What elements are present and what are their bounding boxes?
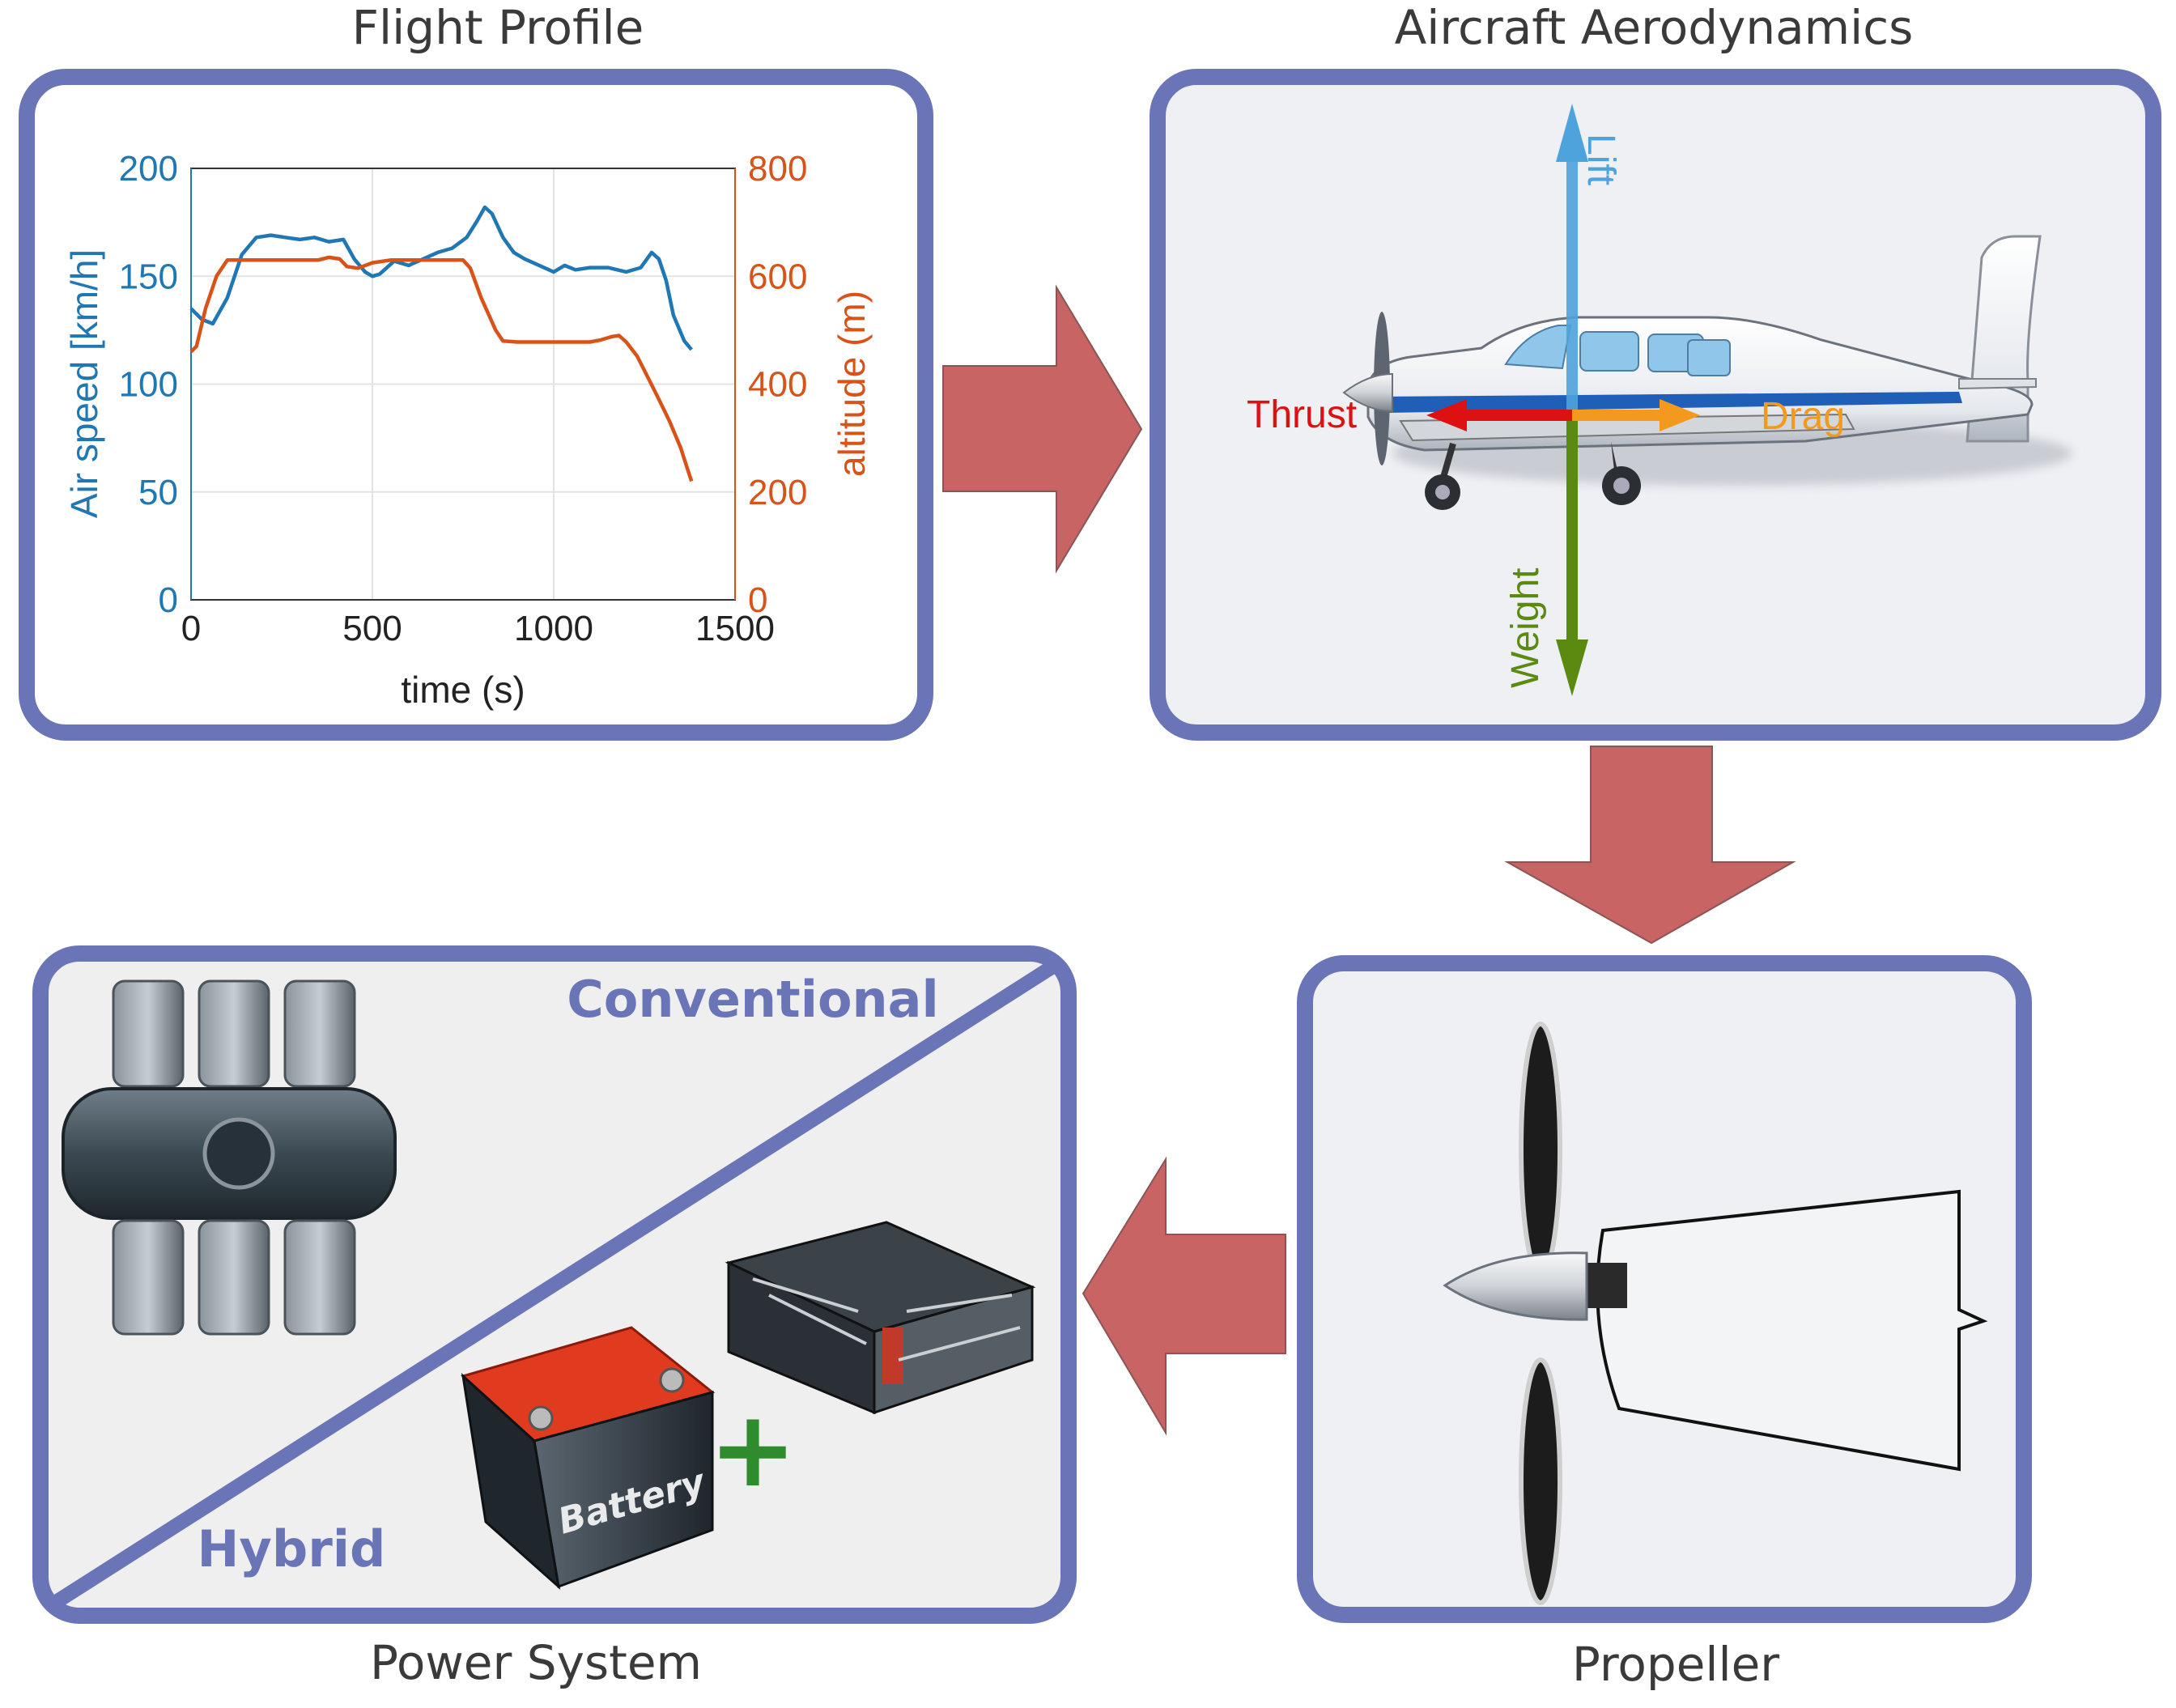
thrust-label: Thrust bbox=[1247, 393, 1357, 436]
y-left-tick-label: 200 bbox=[119, 149, 178, 189]
y-left-tick-label: 100 bbox=[119, 365, 178, 405]
battery-illustration: Battery bbox=[461, 1326, 716, 1590]
chart-series bbox=[189, 205, 694, 482]
conventional-label: Conventional bbox=[567, 970, 939, 1029]
propeller-blade-upper bbox=[1519, 1022, 1562, 1277]
battery-front bbox=[533, 1391, 714, 1589]
generator-red-component bbox=[882, 1328, 903, 1384]
y-left-tick-label: 50 bbox=[138, 473, 178, 512]
x-tick-label: 500 bbox=[342, 609, 402, 648]
fuselage-stripe bbox=[1380, 392, 1962, 413]
y-axis-left-label: Air speed [km/h] bbox=[63, 249, 105, 518]
flight-profile-title: Flight Profile bbox=[352, 0, 644, 55]
engine-cylinder bbox=[283, 1219, 356, 1336]
engine-cylinder bbox=[198, 979, 270, 1088]
flow-arrow-left bbox=[1082, 1156, 1286, 1436]
hybrid-label: Hybrid bbox=[198, 1519, 386, 1578]
lift-label: Lift bbox=[1579, 134, 1622, 185]
propeller-hub-mount bbox=[1583, 1263, 1627, 1308]
horizontal-stabilizer bbox=[1958, 378, 2037, 390]
y-right-tick-label: 0 bbox=[748, 580, 767, 620]
drag-label: Drag bbox=[1761, 395, 1845, 438]
altitude-series-line bbox=[189, 255, 694, 482]
y-right-tick-label: 600 bbox=[748, 257, 807, 296]
aerodynamics-title: Aircraft Aerodynamics bbox=[1395, 0, 1914, 55]
generator-front bbox=[873, 1285, 1034, 1415]
battery-terminal-negative bbox=[528, 1405, 554, 1431]
plus-symbol: + bbox=[709, 1387, 797, 1510]
force-arrows bbox=[1426, 104, 1700, 696]
propeller-blade-lower bbox=[1519, 1357, 1562, 1605]
battery-terminal-positive bbox=[659, 1367, 685, 1393]
x-tick-label: 0 bbox=[181, 609, 201, 648]
power-system-title: Power System bbox=[370, 1635, 702, 1690]
flow-arrow-right bbox=[942, 284, 1143, 574]
y-right-tick-label: 400 bbox=[748, 365, 807, 405]
power-system-divider bbox=[45, 955, 1065, 1613]
windshield bbox=[1504, 325, 1572, 370]
weight-arrowhead bbox=[1556, 639, 1588, 696]
thrust-arrowhead bbox=[1426, 399, 1467, 431]
aircraft-spinner bbox=[1342, 372, 1393, 413]
airspeed-series-line bbox=[189, 205, 693, 351]
propeller-title: Propeller bbox=[1572, 1637, 1779, 1692]
generator-wiring bbox=[752, 1277, 1021, 1362]
x-axis-label: time (s) bbox=[401, 669, 525, 711]
y-left-tick-label: 150 bbox=[119, 257, 178, 296]
flow-arrow-down bbox=[1504, 746, 1796, 945]
lift-arrowhead bbox=[1556, 104, 1588, 162]
engine-cylinder bbox=[198, 1219, 270, 1336]
engine-cylinder bbox=[283, 979, 356, 1088]
engine-cylinder bbox=[112, 979, 185, 1088]
engine-cylinders-bottom bbox=[112, 1219, 356, 1336]
cabin-window-1 bbox=[1579, 331, 1639, 372]
y-axis-right-label: altitude (m) bbox=[831, 291, 873, 477]
propeller-illustration bbox=[1443, 1022, 1988, 1605]
engine-cylinders-top bbox=[112, 979, 356, 1088]
y-right-tick-label: 200 bbox=[748, 473, 807, 512]
piston-engine-illustration bbox=[62, 979, 397, 1336]
nose-wheel-hub bbox=[1435, 485, 1450, 499]
propeller-spinner bbox=[1443, 1251, 1588, 1321]
main-wheel-hub bbox=[1613, 478, 1630, 494]
y-right-tick-label: 800 bbox=[748, 149, 807, 189]
generator-illustration bbox=[725, 1221, 1036, 1415]
x-tick-label: 1500 bbox=[695, 609, 775, 648]
engine-output-flange bbox=[202, 1117, 275, 1190]
engine-cylinder bbox=[112, 1219, 185, 1336]
x-tick-label: 1000 bbox=[514, 609, 593, 648]
weight-label: Weight bbox=[1504, 567, 1547, 688]
cabin-window-3 bbox=[1687, 339, 1731, 376]
y-left-tick-label: 0 bbox=[159, 580, 178, 620]
drag-arrowhead bbox=[1660, 399, 1700, 431]
